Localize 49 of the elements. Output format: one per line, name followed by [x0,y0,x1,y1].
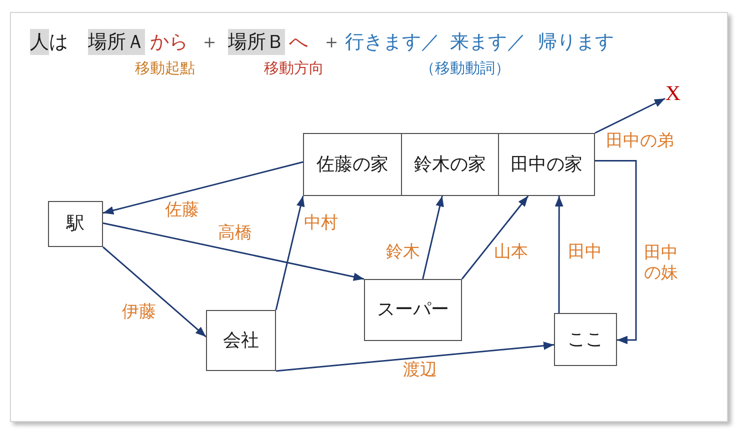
edge-label: 渡辺 [403,360,437,380]
verb-label: 来ます／ [450,30,526,55]
place-box [554,313,617,366]
plus-sign: ＋ [200,30,219,55]
place-box [364,279,462,341]
edge-label: 鈴木 [386,242,420,262]
plus-sign: ＋ [322,30,341,55]
highlighted-word: 人 [30,29,49,55]
place-name: 駅 [66,213,84,235]
arrow [594,98,666,134]
place-box [303,133,402,196]
arrow [276,342,554,372]
place-box [206,310,276,371]
edge-label: 佐藤 [165,200,199,220]
highlighted-word: 場所Ｂ [228,29,285,55]
particle-label: へ [289,30,308,55]
arrow [275,196,305,310]
particle-label: から [150,30,188,55]
place-box [48,201,103,247]
place-name: 田中の家 [510,154,582,176]
annotation-label: （移動動詞） [420,59,510,77]
verb-label: 行きます／ [345,30,440,55]
place-name: スーパー [377,299,449,321]
place-name: 佐藤の家 [316,154,388,176]
arrow [102,161,304,214]
place-name: 会社 [223,330,259,352]
verb-label: 帰ります [538,30,614,55]
edge-label: 田中の弟 [606,131,674,151]
edge-label: 中村 [304,213,338,233]
edge-label: 伊藤 [122,302,156,322]
arrow [461,196,529,280]
highlighted-word: 場所Ａ [88,29,145,55]
arrow [422,196,444,280]
place-name: 鈴木の家 [414,154,486,176]
annotation-label: 移動方向 [264,59,324,77]
place-name: ここ [568,328,604,350]
arrow [102,222,364,281]
edge-label: 田中 [568,242,602,262]
particle-label: は [49,30,68,55]
destination-label: X [665,82,681,104]
annotation-label: 移動起點 [135,59,195,77]
place-box [401,133,499,196]
arrow [102,246,206,338]
place-box [498,133,595,196]
edge-label: 山本 [494,242,528,262]
arrow [554,196,564,313]
edge-label: 田中の妹 [644,243,680,283]
edge-label: 高橋 [218,223,252,243]
arrow [595,160,637,344]
